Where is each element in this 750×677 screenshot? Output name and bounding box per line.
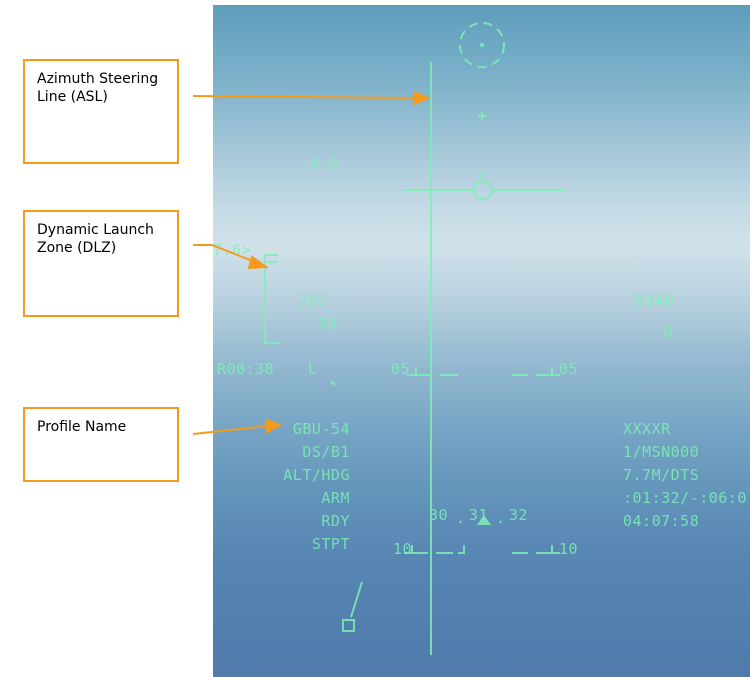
- ready-status: RDY: [321, 512, 350, 530]
- arm-status: ARM: [321, 489, 350, 507]
- profile-name: GBU-54: [292, 420, 350, 438]
- profile-callout: Profile Name: [23, 407, 179, 482]
- asl-callout-text: Azimuth Steering Line (ASL): [37, 71, 159, 105]
- airspeed-readout: 262: [298, 291, 329, 310]
- target-designator-circle: [459, 22, 505, 68]
- right-line-2: 1/MSN000: [623, 443, 700, 461]
- dlz-callout: Dynamic Launch Zone (DLZ): [23, 210, 179, 317]
- left-marker: L: [308, 360, 318, 378]
- dlz-callout-text: Dynamic Launch Zone (DLZ): [37, 222, 154, 256]
- altitude-readout: 9940: [634, 291, 675, 310]
- heading-caret: [477, 515, 491, 525]
- pitch-line-05-left: [407, 367, 458, 376]
- asl-arrow-head: [413, 90, 431, 106]
- pitch-line-10-left: [404, 545, 465, 554]
- right-line-4: :01:32/-:06:0: [623, 489, 747, 507]
- dlz-top-marker: 7.6>: [213, 241, 252, 259]
- heading-dot-1: .: [456, 509, 466, 527]
- velocity-stick: [350, 581, 363, 618]
- asl-callout: Azimuth Steering Line (ASL): [23, 59, 179, 164]
- right-line-3: 7.7M/DTS: [623, 466, 700, 484]
- asl-arrow-line: [192, 95, 417, 99]
- pitch-ladder-10-right: 10: [559, 540, 579, 558]
- target-designator-dot: [480, 43, 484, 47]
- weapon-mode: DS/B1: [302, 443, 350, 461]
- flight-path-marker: [473, 180, 493, 200]
- dlz-bracket: [264, 254, 280, 344]
- pitch-line-10-right: [512, 545, 560, 554]
- pitch-line-05-right: [512, 367, 560, 376]
- targeting-mode: ALT/HDG: [283, 466, 350, 484]
- time-to-release: R00:38: [217, 360, 275, 378]
- mach-number: 0.9: [310, 155, 339, 173]
- velocity-box: [342, 619, 355, 632]
- altitude-sub-readout: 0: [663, 322, 674, 341]
- right-line-5: 04:07:58: [623, 512, 700, 530]
- pitch-ladder-05-left: 05: [391, 360, 411, 378]
- dlz-arrow-line-2: [211, 244, 256, 263]
- heading-32: 32: [509, 506, 529, 524]
- asterisk-marker: [330, 380, 336, 386]
- pitch-ladder-05-right: 05: [559, 360, 579, 378]
- dlz-arrow-head: [247, 255, 269, 270]
- profile-callout-text: Profile Name: [37, 419, 127, 435]
- profile-arrow-head: [264, 418, 283, 434]
- range-label: R0: [318, 315, 338, 333]
- heading-30: 30: [429, 506, 449, 524]
- steerpoint-label: STPT: [311, 535, 350, 553]
- right-line-1: XXXXR: [623, 420, 671, 438]
- heading-dot-2: .: [496, 509, 506, 527]
- profile-arrow-line: [192, 425, 269, 435]
